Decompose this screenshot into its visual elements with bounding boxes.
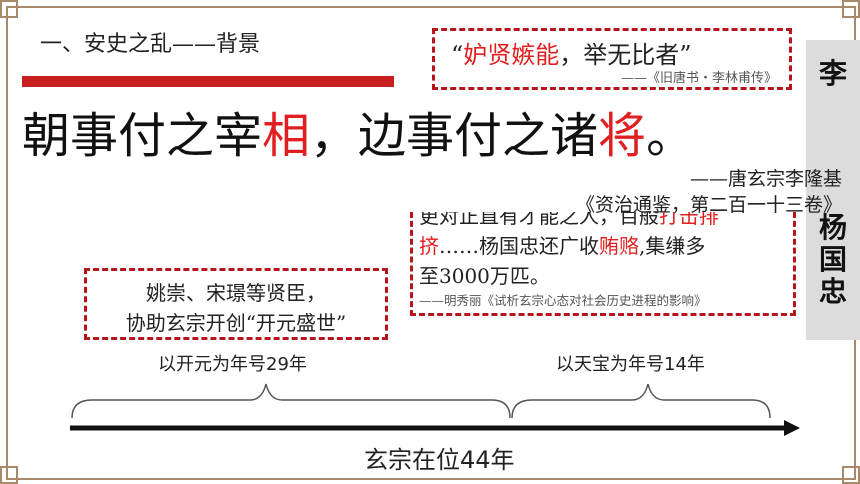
- mid-quote-source: ——明秀丽《试析玄宗心态对社会历史进程的影响》: [419, 293, 707, 308]
- timeline-total-label: 玄宗在位44年: [364, 446, 515, 474]
- main-quote-part2: ，边事付之诸: [310, 108, 599, 164]
- mid-quote-partial: 更对正直有才能之人，百般打击排: [419, 212, 719, 229]
- mid-quote-text-2b: ,集缣多: [639, 234, 706, 258]
- quote-top-source: ——《旧唐书・李林甫传》: [620, 71, 777, 86]
- quote-top-rest: ，举无比者”: [559, 41, 692, 69]
- frame-corner-br: [842, 466, 860, 484]
- timeline-right-label: 以天宝为年号14年: [556, 354, 705, 375]
- mid-quote-text-2a: ……杨国忠还广收: [439, 234, 599, 258]
- quote-top-text: “妒贤嫉能，举无比者”: [451, 35, 692, 70]
- mid-quote-line-2: 挤……杨国忠还广收贿赂,集缣多: [419, 230, 705, 259]
- left-box-line-1: 姚崇、宋璟等贤臣，: [146, 281, 326, 305]
- timeline-arrow-head: [784, 420, 800, 436]
- mid-quote-red-2: 贿赂: [599, 234, 639, 258]
- main-quote-part1: 朝事付之宰: [22, 108, 263, 164]
- left-box-line-2: 协助玄宗开创“开元盛世”: [125, 311, 347, 335]
- main-quote: 朝事付之宰相，边事付之诸将。: [22, 96, 802, 212]
- brace-right: [511, 383, 771, 419]
- main-quote-attribution-2: 《资治通鉴，第二百一十三卷》: [575, 194, 842, 216]
- side-title-char-2: 杨: [818, 211, 847, 244]
- quote-box-mid: 更对正直有才能之人，百般打击排 挤……杨国忠还广收贿赂,集缣多 至3000万匹。…: [410, 212, 796, 316]
- main-quote-part3: 。: [646, 108, 695, 164]
- main-quote-red-1: 相: [262, 108, 311, 164]
- main-quote-attribution-1: ——唐玄宗李隆基: [689, 168, 842, 190]
- quote-box-top: “妒贤嫉能，举无比者” ——《旧唐书・李林甫传》: [432, 28, 792, 90]
- main-quote-red-2: 将: [598, 108, 647, 164]
- mid-quote-partial-text: 更对正直有才能之人，百般: [419, 212, 659, 228]
- left-info-box: 姚崇、宋璟等贤臣， 协助玄宗开创“开元盛世”: [84, 268, 388, 340]
- side-title-band: [806, 40, 860, 340]
- brace-left: [71, 383, 511, 419]
- side-title-char-1: 李: [818, 57, 847, 90]
- frame-corner-tr: [842, 0, 860, 18]
- timeline-left-label: 以开元为年号29年: [158, 354, 307, 375]
- side-title-char-3: 国: [818, 243, 847, 276]
- quote-top-red: 妒贤嫉能: [463, 41, 560, 69]
- mid-quote-line-3: 至3000万匹。: [419, 264, 550, 288]
- page-title: 一、安史之乱——背景: [40, 32, 261, 57]
- mid-quote-red-1: 挤: [419, 234, 439, 258]
- mid-quote-partial-red: 打击排: [659, 212, 719, 228]
- side-title-char-4: 忠: [818, 275, 847, 308]
- title-underline-bar: [22, 76, 394, 87]
- quote-top-open: “: [451, 41, 464, 69]
- frame-corner-bl: [0, 466, 18, 484]
- frame-corner-tl: [0, 0, 18, 18]
